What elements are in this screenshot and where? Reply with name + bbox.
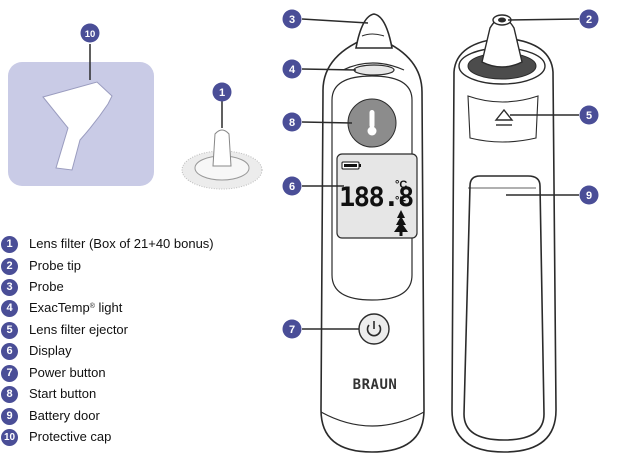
svg-text:6: 6 <box>289 181 295 193</box>
start-button <box>347 98 397 148</box>
legend-label: Probe <box>29 279 64 294</box>
protective-cap-figure <box>8 44 154 186</box>
svg-text:4: 4 <box>289 64 296 76</box>
legend-label: Battery door <box>29 408 100 423</box>
display-unit-f: °F <box>395 195 406 207</box>
legend-label: Protective cap <box>29 429 112 444</box>
legend-item-start-button: 8 Start button <box>0 384 96 404</box>
svg-text:9: 9 <box>586 190 592 202</box>
legend-item-probe: 3 Probe <box>0 277 64 297</box>
legend-item-exactemp-light: 4 ExacTemp® light <box>0 298 122 318</box>
callout-4: 4 <box>282 59 302 79</box>
power-button <box>358 313 390 345</box>
thermometer-back <box>451 14 557 453</box>
legend-number: 1 <box>1 235 18 253</box>
display-unit-c: °C <box>395 179 407 191</box>
power-icon <box>366 321 382 337</box>
callout-6: 6 <box>282 176 302 196</box>
svg-text:3: 3 <box>289 14 295 26</box>
legend-label: Start button <box>29 386 97 401</box>
legend-number: 5 <box>1 321 18 339</box>
legend-number: 6 <box>1 342 18 360</box>
legend-item-protective-cap: 10 Protective cap <box>0 427 111 447</box>
legend-label: ExacTemp® light <box>29 300 123 315</box>
legend-number: 10 <box>1 428 18 446</box>
callout-2: 2 <box>579 9 599 29</box>
thermometer-icon <box>367 110 377 136</box>
eject-icon <box>494 108 514 126</box>
legend-number: 7 <box>1 364 18 382</box>
legend-label: Display <box>29 343 72 358</box>
registered-mark: ® <box>89 303 95 310</box>
legend-item-display: 6 Display <box>0 341 72 361</box>
thermometer-front <box>320 13 425 453</box>
display-reading: 188.8 <box>339 182 413 213</box>
legend-item-power-button: 7 Power button <box>0 363 106 383</box>
callout-9: 9 <box>579 185 599 205</box>
svg-text:10: 10 <box>85 29 96 40</box>
legend-label: Probe tip <box>29 258 82 273</box>
lens-filter-figure <box>181 100 263 190</box>
legend-number: 8 <box>1 385 18 403</box>
legend-label: Lens filter ejector <box>29 322 128 337</box>
legend-number: 2 <box>1 257 18 275</box>
legend-item-probe-tip: 2 Probe tip <box>0 256 81 276</box>
legend-number: 4 <box>1 299 18 317</box>
svg-text:7: 7 <box>289 324 295 336</box>
lcd-display: 188.8 °C °F <box>336 153 418 239</box>
callout-3: 3 <box>282 9 302 29</box>
legend-item-battery-door: 9 Battery door <box>0 406 100 426</box>
callout-1: 1 <box>212 82 232 102</box>
callout-10: 10 <box>80 23 100 43</box>
callout-7: 7 <box>282 319 302 339</box>
legend-label: Power button <box>29 365 106 380</box>
leader-lines <box>301 18 580 330</box>
legend-number: 3 <box>1 278 18 296</box>
brand-logo: BRAUN <box>353 377 398 393</box>
svg-text:1: 1 <box>219 87 225 99</box>
svg-text:2: 2 <box>586 14 592 26</box>
callout-5: 5 <box>579 105 599 125</box>
battery-icon <box>341 161 361 170</box>
legend-item-lens-filter-ejector: 5 Lens filter ejector <box>0 320 128 340</box>
ear-wave-icon <box>394 210 408 236</box>
legend-number: 9 <box>1 407 18 425</box>
svg-text:8: 8 <box>289 117 295 129</box>
legend-label: Lens filter (Box of 21+40 bonus) <box>29 236 214 251</box>
callout-8: 8 <box>282 112 302 132</box>
svg-text:5: 5 <box>586 110 592 122</box>
legend-item-lens-filter: 1 Lens filter (Box of 21+40 bonus) <box>0 234 214 254</box>
